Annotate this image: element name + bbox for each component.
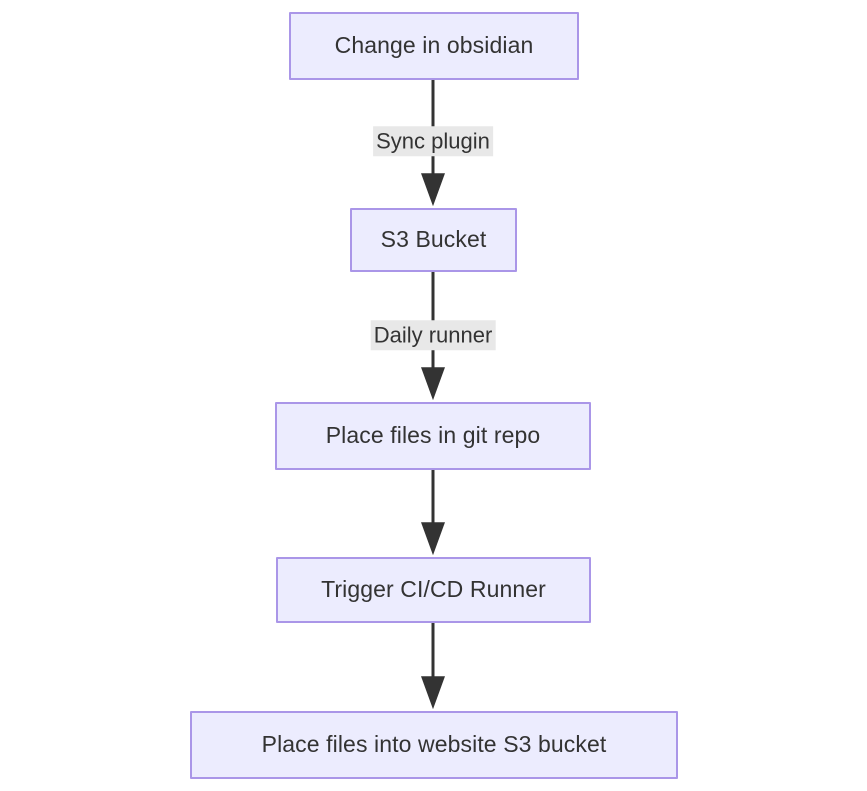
node-s3-bucket[interactable]: S3 Bucket xyxy=(350,208,517,272)
node-change-in-obsidian[interactable]: Change in obsidian xyxy=(289,12,579,80)
node-label: Place files in git repo xyxy=(325,422,541,449)
node-trigger-ci-cd-runner[interactable]: Trigger CI/CD Runner xyxy=(276,557,591,623)
node-place-files-in-git-repo[interactable]: Place files in git repo xyxy=(275,402,591,470)
node-label: Trigger CI/CD Runner xyxy=(321,576,546,603)
node-place-files-into-website-s3-bucket[interactable]: Place files into website S3 bucket xyxy=(190,711,678,779)
node-label: S3 Bucket xyxy=(380,226,487,253)
edge-label-daily-runner: Daily runner xyxy=(370,320,496,350)
node-label: Change in obsidian xyxy=(334,32,534,59)
edge-label-sync-plugin: Sync plugin xyxy=(373,126,493,156)
node-label: Place files into website S3 bucket xyxy=(261,731,607,758)
